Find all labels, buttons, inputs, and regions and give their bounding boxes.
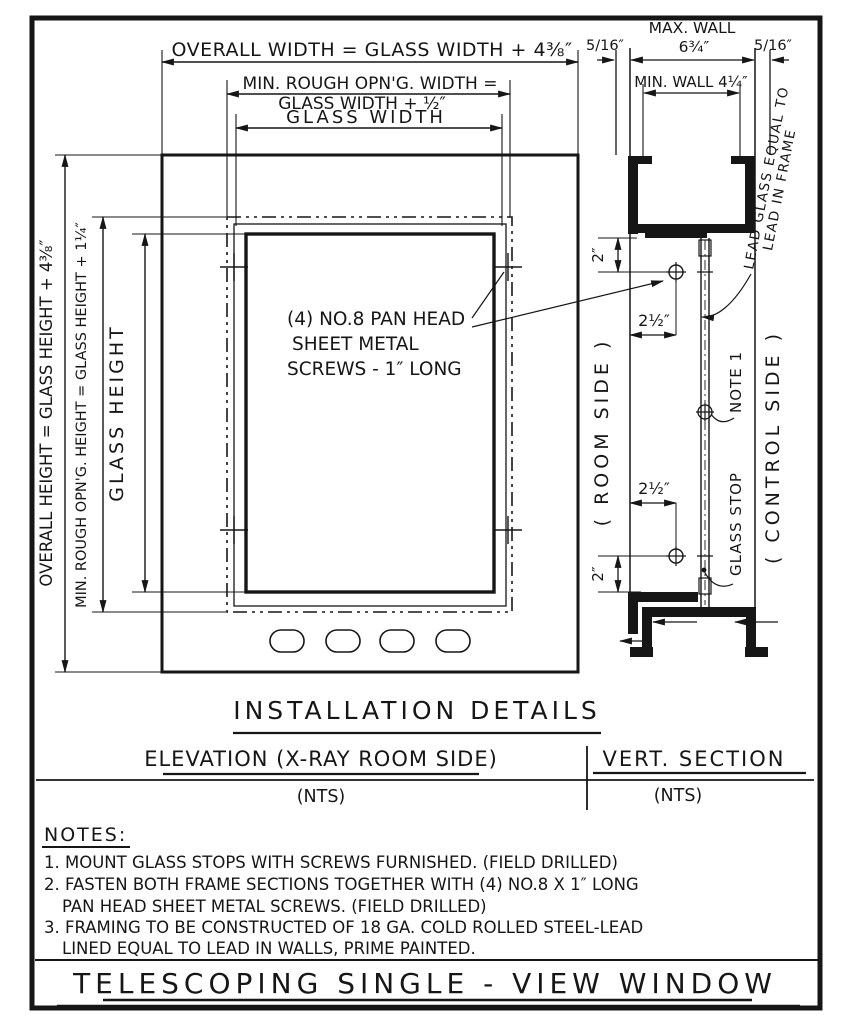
- overall-width-label: OVERALL WIDTH = GLASS WIDTH + 4⅜″: [171, 39, 572, 61]
- max-wall-label-1: MAX. WALL: [649, 19, 736, 37]
- width-extension-lines: [161, 50, 579, 226]
- screws-callout-line3: SCREWS - 1″ LONG: [287, 359, 462, 380]
- louver-slot: [379, 629, 415, 653]
- screw-symbol-top: [666, 262, 686, 282]
- room-side-label: ( ROOM SIDE ): [591, 338, 613, 527]
- glass-stop-top: [698, 239, 712, 257]
- louver-slots: [269, 629, 471, 653]
- sheet-border: [29, 15, 823, 1011]
- note-line-3: 3. FRAMING TO BE CONSTRUCTED OF 18 GA. C…: [44, 918, 643, 937]
- control-side-label: ( CONTROL SIDE ): [762, 330, 784, 564]
- glass-rect: [244, 232, 496, 594]
- height-dimensions: OVERALL HEIGHT = GLASS HEIGHT + 4⅜″ MIN.…: [37, 153, 245, 674]
- frame-inner-line: [233, 223, 507, 607]
- min-wall-label: MIN. WALL 4¼″: [634, 73, 748, 91]
- louver-slot: [435, 629, 471, 653]
- note1-leader: [710, 413, 735, 423]
- min-rough-width-label-1: MIN. ROUGH OPN'G. WIDTH =: [243, 74, 498, 94]
- height-extension-lines: [55, 154, 245, 673]
- lead-glass-leader: [700, 273, 752, 322]
- callout-leader-long: [471, 280, 665, 328]
- glass-stop-label: GLASS STOP: [727, 472, 745, 576]
- min-rough-height-label: MIN. ROUGH OPN'G. HEIGHT = GLASS HEIGHT …: [74, 222, 90, 608]
- glass-stop-leader: [703, 570, 734, 587]
- screws-callout-line1: (4) NO.8 PAN HEAD: [287, 309, 465, 330]
- max-wall-label-2: 6¾″: [679, 38, 710, 56]
- flange-left-label: 5/16″: [586, 38, 625, 54]
- glass-width-label: GLASS WIDTH: [286, 107, 446, 128]
- notes-heading: NOTES:: [44, 824, 127, 846]
- section-top-dims: 5/16″ 5/16″ MAX. WALL 6¾″ MIN. WALL 4¼″: [586, 19, 793, 97]
- edge-distance-top-label: 2″: [589, 247, 607, 263]
- note-line-1: 1. MOUNT GLASS STOPS WITH SCREWS FURNISH…: [44, 853, 618, 872]
- elevation-heading: ELEVATION (X-RAY ROOM SIDE): [144, 747, 498, 771]
- screws-callout-line2: SHEET METAL: [292, 334, 419, 355]
- flange-right-label: 5/16″: [754, 38, 793, 54]
- elevation-view: (4) NO.8 PAN HEAD SHEET METAL SCREWS - 1…: [160, 153, 665, 674]
- edge-distance-bottom-label: 2″: [589, 566, 607, 582]
- screw-offset-dims: 2½″ 2½″: [628, 280, 678, 548]
- screw-symbol-bottom: [666, 546, 686, 566]
- vert-section-heading: VERT. SECTION: [603, 747, 786, 771]
- drawing-title: TELESCOPING SINGLE - VIEW WINDOW: [72, 967, 777, 1000]
- note-line-2: 2. FASTEN BOTH FRAME SECTIONS TOGETHER W…: [44, 875, 639, 894]
- rough-opening-dashed-rect: [226, 216, 513, 613]
- glass-height-label: GLASS HEIGHT: [106, 324, 128, 501]
- louver-slot: [269, 629, 305, 653]
- note-line-2b: PAN HEAD SHEET METAL SCREWS. (FIELD DRIL…: [62, 897, 487, 916]
- screw-location-marks: [220, 253, 522, 544]
- screw-offset-top-label: 2½″: [638, 311, 670, 330]
- elevation-outer-frame: [160, 153, 580, 674]
- elevation-nts: (NTS): [297, 787, 346, 807]
- pan-head-screws: [666, 262, 686, 566]
- glass-stop-leader-dot: [701, 567, 707, 573]
- note1-label: NOTE 1: [727, 351, 745, 413]
- overall-height-label: OVERALL HEIGHT = GLASS HEIGHT + 4⅜″: [37, 239, 56, 586]
- screws-callout: (4) NO.8 PAN HEAD SHEET METAL SCREWS - 1…: [287, 271, 665, 380]
- screw-offset-bottom-label: 2½″: [638, 479, 670, 498]
- view-headings: INSTALLATION DETAILS ELEVATION (X-RAY RO…: [36, 696, 814, 810]
- section-view: 5/16″ 5/16″ MAX. WALL 6¾″ MIN. WALL 4¼″: [586, 19, 799, 657]
- telescoping-arrows: [618, 618, 778, 645]
- head-frame-section: [628, 156, 755, 238]
- title-block: TELESCOPING SINGLE - VIEW WINDOW: [35, 959, 818, 1008]
- sill-frame-section: [628, 592, 768, 657]
- note-line-3b: LINED EQUAL TO LEAD IN WALLS, PRIME PAIN…: [62, 939, 476, 958]
- width-dimensions: OVERALL WIDTH = GLASS WIDTH + 4⅜″ MIN. R…: [160, 39, 580, 226]
- vert-section-nts: (NTS): [654, 786, 703, 806]
- edge-distance-dims: 2″ 2″: [589, 236, 666, 594]
- glass-tick-marks: [697, 271, 713, 557]
- glass-stop-bottom: [698, 577, 712, 595]
- glass-pane-lines: [700, 238, 710, 607]
- glass-mid-screw: [696, 403, 714, 421]
- notes-block: NOTES: 1. MOUNT GLASS STOPS WITH SCREWS …: [42, 824, 643, 958]
- min-rough-width-label-2: GLASS WIDTH + ½″: [278, 94, 446, 114]
- installation-details-heading: INSTALLATION DETAILS: [233, 696, 601, 725]
- lead-glass: [696, 238, 714, 607]
- callout-leader-short: [471, 271, 505, 319]
- louver-slot: [325, 629, 361, 653]
